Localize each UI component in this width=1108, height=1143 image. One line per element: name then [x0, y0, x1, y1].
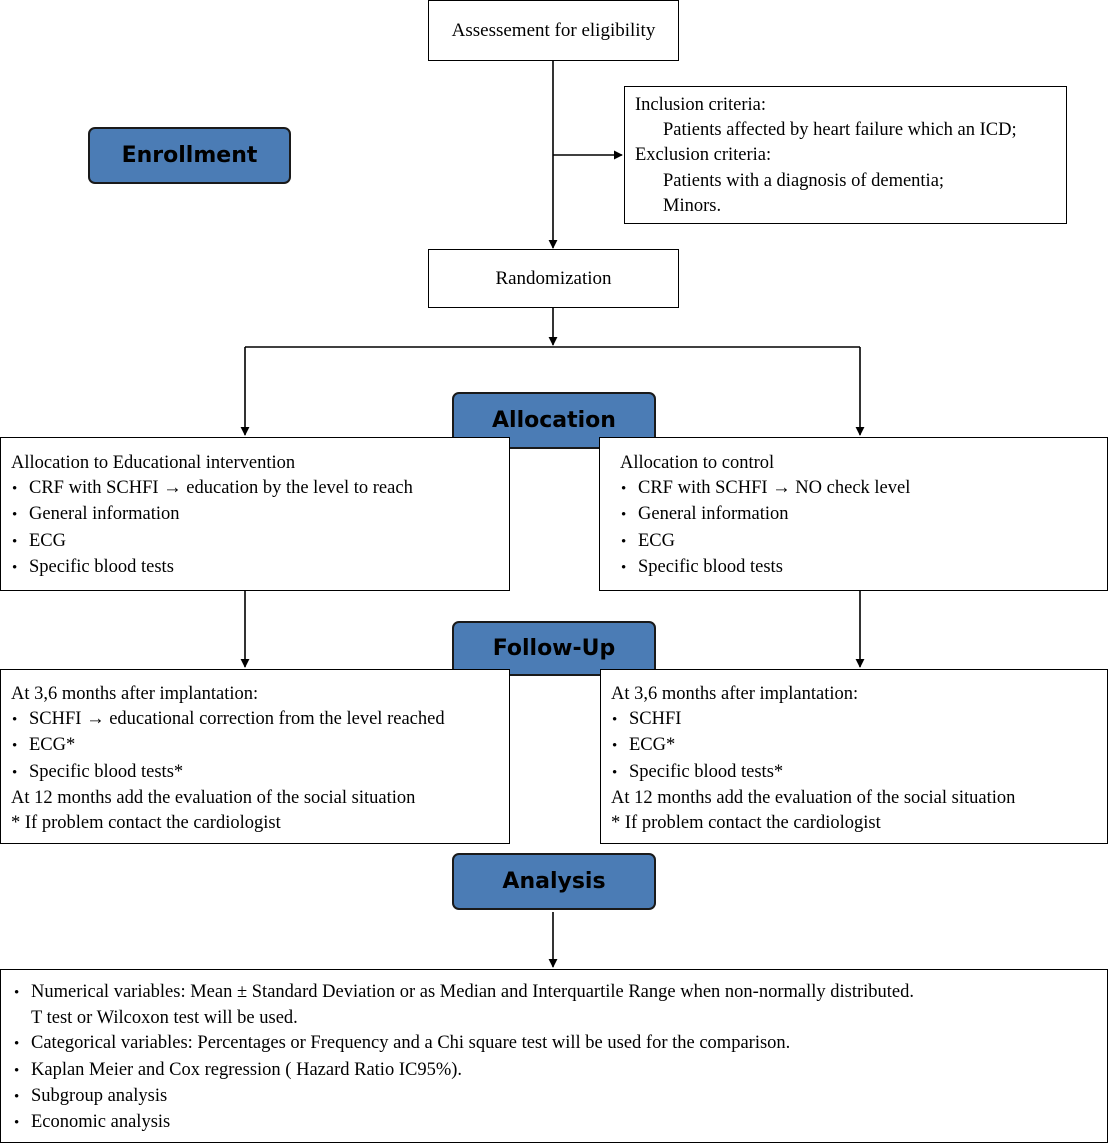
list-item: Numerical variables: Mean ± Standard Dev…: [13, 980, 914, 1006]
list-item: SCHFI → educational correction from the …: [11, 707, 445, 733]
follow-up-control-title: At 3,6 months after implantation:: [611, 684, 859, 704]
list-item-continuation: T test or Wilcoxon test will be used.: [31, 1008, 298, 1029]
list-item: General information: [620, 502, 910, 528]
follow-up-note: At 12 months add the evaluation of the s…: [611, 787, 1016, 808]
allocation-intervention-title: Allocation to Educational intervention: [11, 453, 296, 473]
list-item: CRF with SCHFI → education by the level …: [11, 476, 413, 502]
follow-up-intervention-title: At 3,6 months after implantation:: [11, 684, 259, 704]
eligibility-label: Assessement for eligibility: [451, 19, 656, 41]
list-item: Specific blood tests*: [611, 760, 1015, 786]
exclusion-title: Exclusion criteria:: [635, 145, 772, 166]
stage-follow-up-label: Follow-Up: [492, 636, 616, 661]
list-item: Categorical variables: Percentages or Fr…: [13, 1031, 914, 1057]
randomization-box: Randomization: [428, 249, 679, 308]
inclusion-title: Inclusion criteria:: [635, 95, 766, 115]
follow-up-control-box: At 3,6 months after implantation: SCHFI …: [600, 669, 1108, 844]
list-item: CRF with SCHFI → NO check level: [620, 476, 910, 502]
list-item: Economic analysis: [13, 1110, 914, 1136]
list-item: ECG*: [611, 733, 1015, 759]
follow-up-note: At 12 months add the evaluation of the s…: [11, 787, 416, 808]
criteria-box: Inclusion criteria: Patients affected by…: [624, 86, 1067, 224]
randomization-label: Randomization: [495, 267, 612, 289]
stage-analysis-label: Analysis: [502, 869, 606, 894]
stage-follow-up: Follow-Up: [452, 621, 656, 676]
exclusion-item: Minors.: [663, 195, 722, 216]
follow-up-note: * If problem contact the cardiologist: [11, 813, 281, 834]
eligibility-box: Assessement for eligibility: [428, 0, 679, 61]
list-item: ECG: [620, 529, 910, 555]
list-item: Specific blood tests: [11, 555, 413, 581]
allocation-control-box: Allocation to control CRF with SCHFI → N…: [599, 437, 1108, 591]
list-item: ECG*: [11, 733, 445, 759]
follow-up-intervention-box: At 3,6 months after implantation: SCHFI …: [0, 669, 510, 844]
stage-allocation-label: Allocation: [492, 408, 616, 433]
list-item: Specific blood tests: [620, 555, 910, 581]
inclusion-item: Patients affected by heart failure which…: [663, 120, 1017, 141]
stage-enrollment-label: Enrollment: [121, 143, 258, 168]
follow-up-note: * If problem contact the cardiologist: [611, 813, 881, 834]
stage-analysis: Analysis: [452, 853, 656, 910]
analysis-box: Numerical variables: Mean ± Standard Dev…: [0, 969, 1108, 1143]
list-item: Specific blood tests*: [11, 760, 445, 786]
list-item: SCHFI: [611, 707, 1015, 733]
allocation-control-title: Allocation to control: [620, 453, 775, 473]
stage-enrollment: Enrollment: [88, 127, 291, 184]
list-item: Subgroup analysis: [13, 1084, 914, 1110]
list-item: ECG: [11, 529, 413, 555]
list-item: General information: [11, 502, 413, 528]
allocation-intervention-box: Allocation to Educational intervention C…: [0, 437, 510, 591]
exclusion-item: Patients with a diagnosis of dementia;: [663, 170, 945, 191]
list-item: Kaplan Meier and Cox regression ( Hazard…: [13, 1058, 914, 1084]
